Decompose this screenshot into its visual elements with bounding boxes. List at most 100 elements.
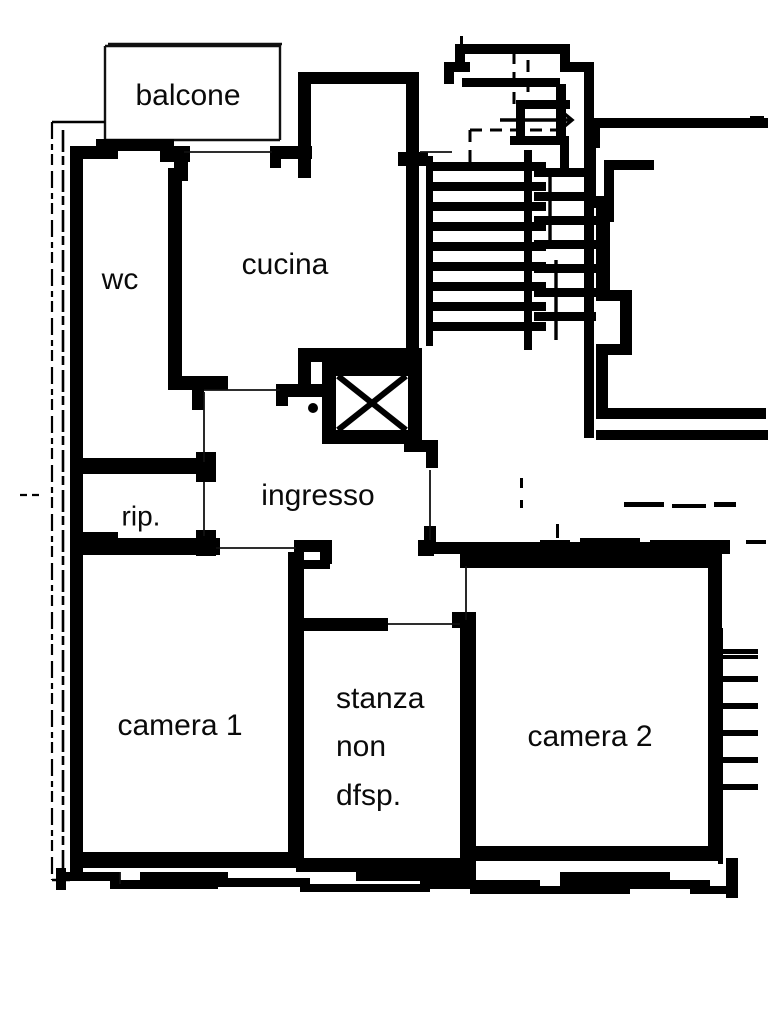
wall-c1-bottom — [70, 852, 298, 868]
wall-c1-top-hook-h2 — [294, 560, 330, 569]
stair-step-1 — [430, 322, 546, 331]
ledge-b — [110, 880, 218, 889]
room-label-wc: wc — [101, 263, 139, 296]
wall-c2-top — [460, 554, 722, 568]
stair-arrows — [500, 108, 575, 340]
wall-c1-right — [288, 552, 304, 868]
ledge-k — [690, 886, 734, 894]
stair-r-step-4 — [534, 240, 596, 249]
wall-right-h4 — [596, 408, 766, 419]
wall-cucina-left-nub2 — [270, 146, 281, 168]
wall-right-v3 — [620, 290, 632, 352]
wall-c1-top-hook-v2 — [320, 540, 332, 564]
wall-right-top — [590, 118, 768, 128]
stair-r-step-3 — [534, 216, 596, 225]
landing-row2 — [516, 100, 570, 109]
wall-wc-door-jamb — [192, 384, 204, 410]
ledge-right-v — [726, 858, 738, 898]
stair-step-7 — [430, 202, 546, 211]
room-label-stanza-line-1: stanza — [336, 682, 425, 715]
wall-c2-bottom — [460, 846, 722, 861]
wall-cucina-left-upper — [298, 72, 311, 178]
landing-v-r — [584, 62, 594, 118]
wall-right-v4 — [596, 344, 608, 416]
landing-row3 — [510, 136, 568, 145]
room-label-camera-2: camera 2 — [527, 720, 652, 753]
shaft-dot — [308, 403, 318, 413]
stair-step-2 — [430, 302, 546, 311]
wall-cucina-bottom-left — [298, 348, 311, 394]
room-label-stanza-line-3: dfsp. — [336, 779, 401, 812]
wall-right-h1 — [604, 160, 654, 170]
exterior-stair-ticks — [718, 628, 758, 864]
wall-rip-jamb-bottom — [196, 530, 216, 556]
landing-row-r — [560, 62, 592, 72]
stair-left-rail — [426, 156, 433, 346]
texture-speckles — [460, 36, 766, 545]
wall-stanza-top — [288, 618, 388, 631]
wall-wc-top-b — [96, 139, 174, 151]
wall-right-vmain2 — [584, 208, 594, 438]
room-label-camera-1: camera 1 — [117, 709, 242, 742]
wall-right-corner — [590, 118, 600, 148]
elevator-x-icon — [336, 373, 408, 433]
ledge-h — [470, 886, 630, 894]
shaft-bottom — [322, 430, 422, 444]
wall-rip-bottom — [70, 538, 220, 555]
ledge-a — [60, 872, 120, 881]
landing-nub-a — [448, 62, 470, 72]
shaft-right — [408, 362, 422, 444]
stair-step-8 — [430, 182, 546, 191]
ledge-left-v — [56, 868, 66, 890]
room-label-rip: rip. — [122, 500, 161, 531]
ledge-i — [560, 872, 670, 881]
wall-right-v1 — [604, 160, 614, 222]
wall-cucina-right — [406, 158, 419, 358]
wall-ingresso-top-nub2 — [276, 384, 288, 406]
landing-top-r — [560, 44, 570, 64]
shaft-top — [322, 362, 422, 376]
room-label-stanza-line-2: non — [336, 730, 386, 763]
wall-wc-rip — [70, 458, 216, 474]
stair-r-step-7 — [534, 312, 596, 321]
structural-walls — [56, 44, 768, 898]
wall-cucina-top — [298, 72, 418, 84]
landing-top-l — [455, 44, 465, 68]
ledge-j — [560, 880, 710, 889]
stair-dashed-guides — [468, 52, 560, 170]
wall-wc-bottom — [168, 376, 228, 390]
wall-stanza-bottom — [296, 858, 476, 872]
stair-step-5 — [430, 242, 546, 251]
wall-cucina-bottom — [298, 348, 422, 362]
stair-r-step-1 — [534, 168, 596, 177]
stair-r-step-6 — [534, 288, 596, 297]
landing-v3 — [560, 136, 569, 168]
stair-r-step-2 — [534, 192, 596, 201]
stair-step-6 — [430, 222, 546, 231]
wall-wc-cucina — [168, 168, 182, 384]
room-labels: balcone wc cucina ingresso rip. camera 1… — [101, 79, 653, 812]
stair-step-3 — [430, 282, 546, 291]
room-label-cucina: cucina — [242, 248, 329, 281]
shaft-foot-b — [426, 444, 438, 468]
ledge-f — [356, 872, 476, 881]
stair-r-step-5 — [534, 264, 596, 273]
wall-right-h3 — [596, 344, 632, 355]
landing-nub-b — [444, 62, 454, 84]
wall-c2-left — [460, 612, 476, 860]
ledge-g — [420, 880, 540, 889]
stair-step-9 — [430, 162, 546, 171]
landing-row — [462, 78, 560, 87]
wall-right-h5 — [596, 430, 768, 440]
wall-left-main — [70, 152, 83, 878]
landing-top — [455, 44, 565, 54]
ledge-d — [214, 878, 310, 887]
stair-center-rail — [524, 150, 532, 350]
shaft-left — [322, 362, 336, 444]
thin-partitions — [119, 151, 467, 884]
wall-right-h2 — [596, 290, 630, 301]
wall-c2-left-jamb — [452, 612, 476, 628]
wall-rip-jamb-top — [196, 452, 216, 482]
